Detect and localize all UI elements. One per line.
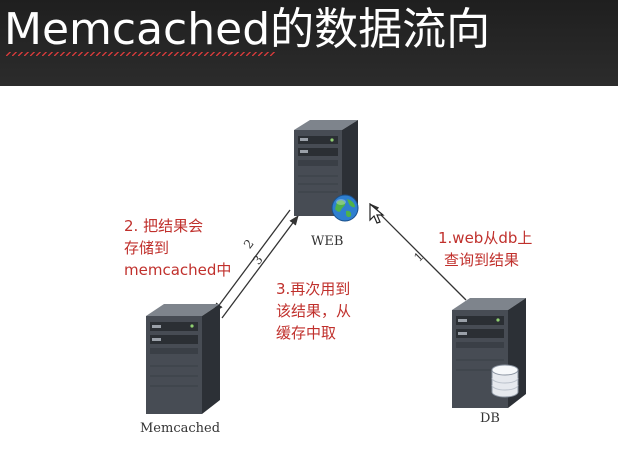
server-icon bbox=[294, 120, 358, 216]
cursor-icon bbox=[369, 203, 385, 224]
arrow-db-to-web bbox=[369, 203, 467, 301]
arrow-memcached-to-web bbox=[221, 215, 299, 319]
step2-line1: 2. 把结果会 bbox=[124, 217, 204, 235]
memcached-label: Memcached bbox=[140, 421, 221, 436]
step3-line3: 缓存中取 bbox=[276, 324, 337, 342]
step1-line2: 查询到结果 bbox=[444, 251, 520, 269]
db-label: DB bbox=[480, 411, 500, 426]
web-server bbox=[288, 118, 362, 222]
step2-line3: memcached中 bbox=[124, 261, 232, 279]
globe-icon bbox=[331, 194, 359, 222]
step3-line2: 该结果，从 bbox=[276, 302, 352, 320]
step3-line1: 3.再次用到 bbox=[276, 280, 351, 298]
server-icon bbox=[146, 304, 220, 414]
web-label: WEB bbox=[311, 234, 344, 249]
memcached-server bbox=[140, 302, 224, 420]
diagram-area: 2 3 1 WEB bbox=[0, 86, 618, 470]
arrow-web-to-memcached bbox=[213, 209, 291, 313]
slide-title: Memcached的数据流向 bbox=[4, 4, 491, 55]
step2-line2: 存储到 bbox=[124, 239, 170, 257]
spellcheck-underline bbox=[6, 52, 276, 56]
arrows-layer bbox=[213, 203, 467, 319]
step1-line1: 1.web从db上 bbox=[438, 229, 533, 247]
database-icon bbox=[491, 364, 519, 398]
slide-header: Memcached的数据流向 bbox=[0, 0, 618, 86]
